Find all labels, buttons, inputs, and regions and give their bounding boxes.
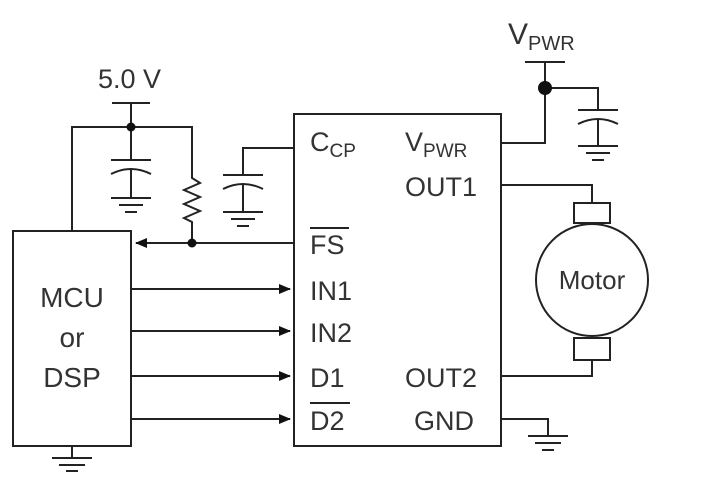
logic-supply-label: 5.0 V: [98, 64, 161, 94]
pin-ccp-label: CCP: [310, 127, 356, 162]
pin-gnd-label: GND: [414, 406, 474, 436]
pin-in1-label: IN1: [310, 276, 352, 306]
ic-ground-symbol: [501, 418, 568, 451]
pin-d2-label: D2: [310, 406, 345, 436]
mcu-ground-symbol: [52, 446, 92, 472]
pin-out1-label: OUT1: [405, 172, 477, 202]
mcu-label-line1: MCU: [40, 282, 104, 313]
vpwr-supply-net: [501, 61, 599, 144]
vpwr-supply-label: VPWR: [508, 18, 575, 55]
pin-fs-label: FS: [310, 230, 345, 260]
junction-dots: [126, 81, 552, 248]
pin-vpwr-label: VPWR: [405, 127, 467, 162]
pullup-resistor: [181, 172, 203, 243]
pin-out2-label: OUT2: [405, 363, 477, 393]
out1-line: [501, 184, 593, 203]
motor-symbol: [535, 202, 649, 361]
mcu-label-line2: or: [60, 322, 85, 353]
mcu-label-line3: DSP: [43, 362, 101, 393]
pin-d1-label: D1: [310, 363, 345, 393]
out2-line: [501, 360, 593, 377]
ccp-capacitor: [222, 147, 294, 227]
logic-decoupling-capacitor: [110, 127, 152, 213]
pin-in2-label: IN2: [310, 318, 352, 348]
driver-ic-block: [293, 113, 502, 447]
motor-label: Motor: [559, 265, 626, 295]
vpwr-decoupling-capacitor: [577, 109, 619, 161]
